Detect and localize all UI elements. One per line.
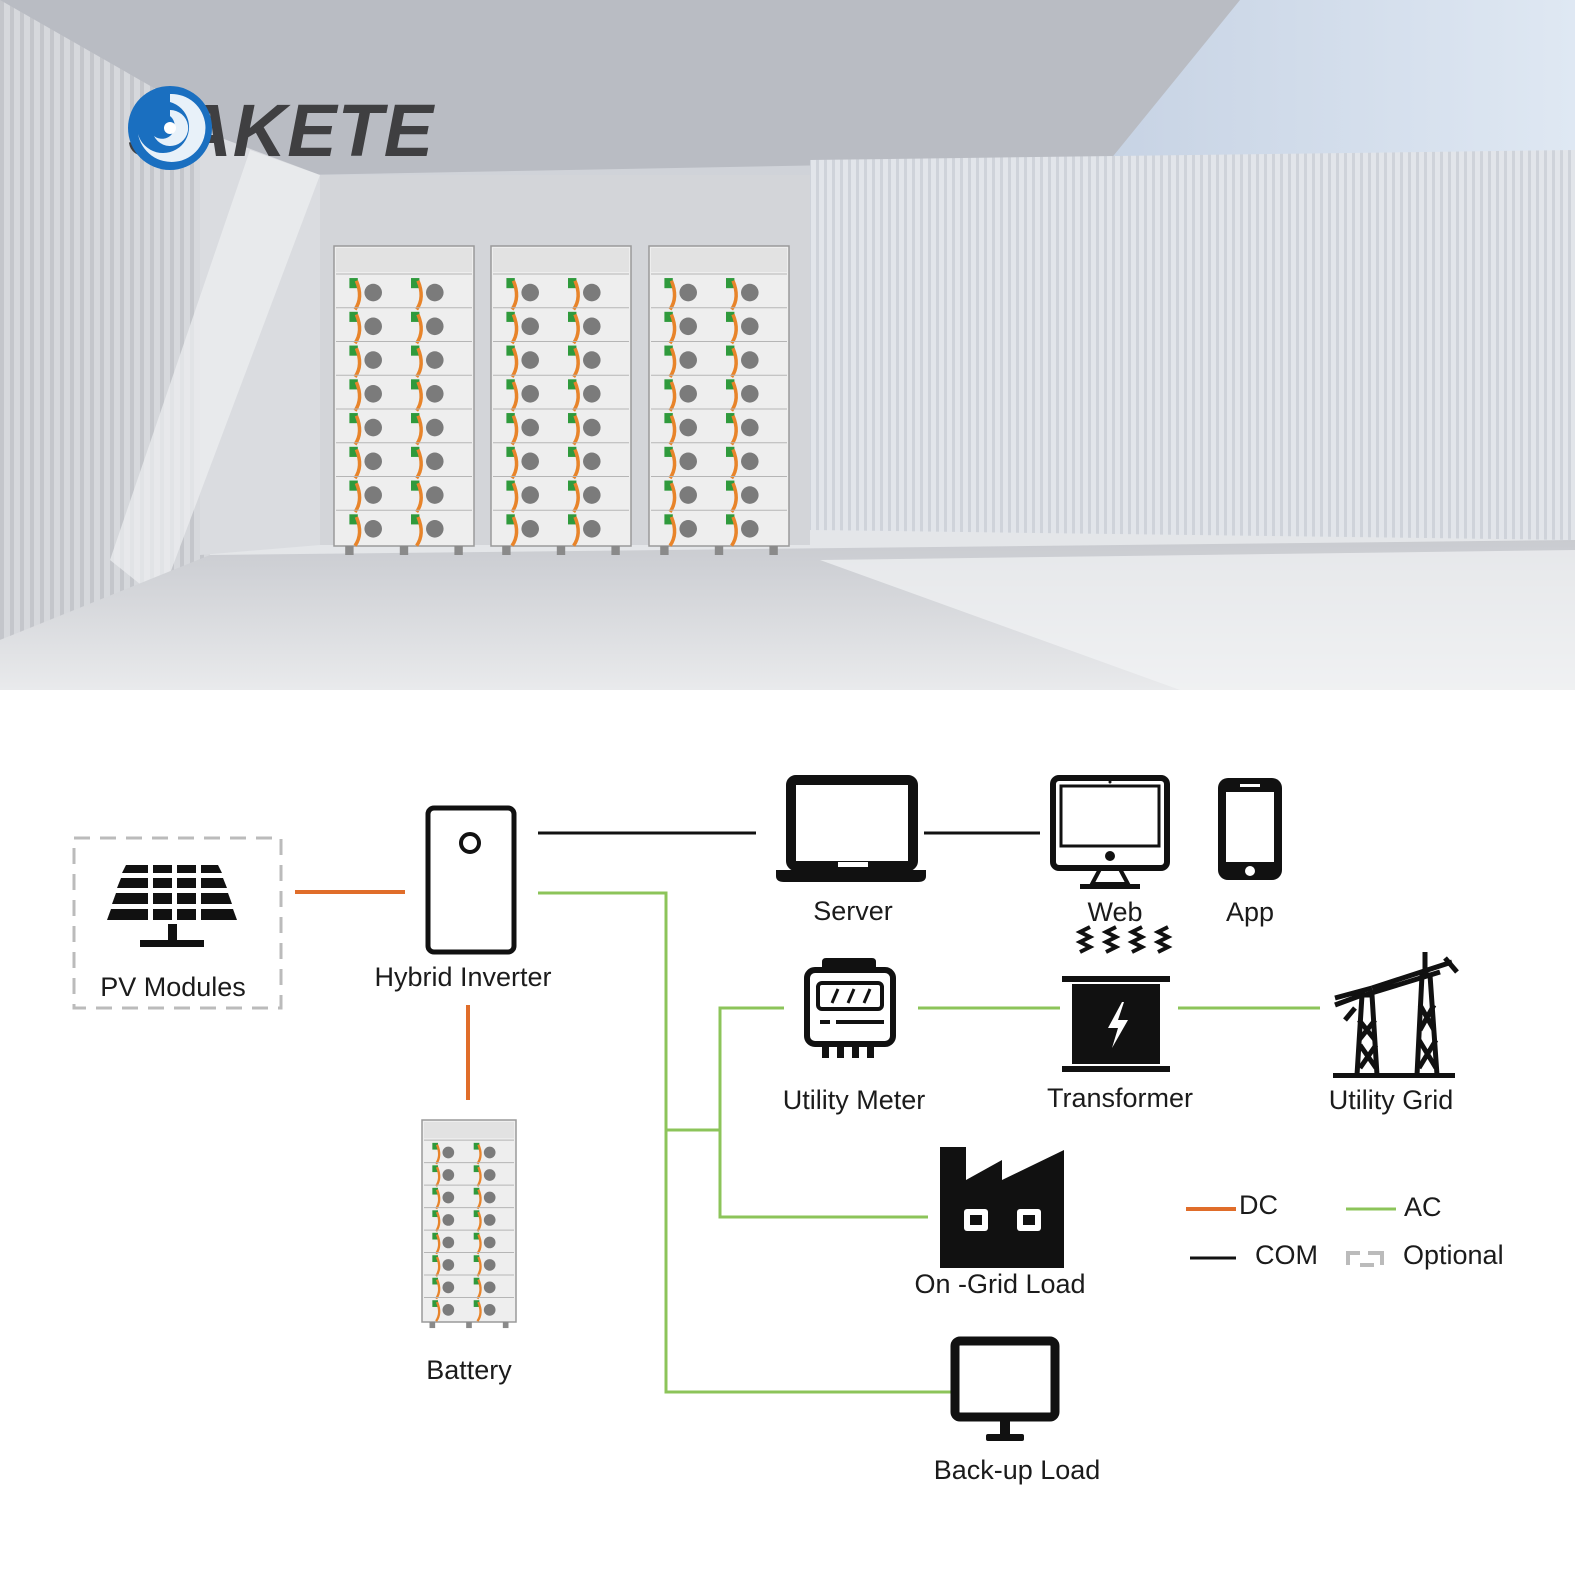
brand-logo: SAKETE xyxy=(124,82,434,178)
legend-optional-swatch xyxy=(1346,1251,1384,1267)
battery-rack-1 xyxy=(333,245,475,555)
diagram-canvas xyxy=(72,775,1459,1441)
connection-lines xyxy=(295,831,1320,1394)
legend-ac-label: AC xyxy=(1404,1192,1442,1222)
ac-trunk-line xyxy=(538,891,952,1394)
system-diagram: PV Modules Hybrid Inverter Battery Serve… xyxy=(0,690,1575,1575)
display-icon xyxy=(950,1336,1060,1441)
legend xyxy=(1186,1207,1396,1267)
battery-rack-2 xyxy=(490,245,632,555)
battery-label: Battery xyxy=(426,1355,512,1385)
battery-rack-3 xyxy=(648,245,790,555)
hybrid-inverter-label: Hybrid Inverter xyxy=(374,962,552,992)
inverter-icon xyxy=(425,805,517,955)
battery-rack-diagram xyxy=(421,1119,517,1329)
legend-dc-label: DC xyxy=(1239,1190,1278,1220)
solar-panel-icon xyxy=(107,865,237,947)
pv-optional-box xyxy=(72,836,283,1010)
battery-rack-icon xyxy=(421,1119,517,1329)
web-label: Web xyxy=(1087,897,1143,927)
utility-meter-label: Utility Meter xyxy=(782,1085,926,1115)
laptop-icon xyxy=(776,775,926,882)
app-label: App xyxy=(1225,897,1275,927)
legend-com-label: COM xyxy=(1255,1240,1318,1270)
hero-banner: SAKETE xyxy=(0,0,1575,690)
battery-racks xyxy=(333,245,790,555)
pv-modules-label: PV Modules xyxy=(100,972,246,1002)
swirl-logo-icon xyxy=(128,86,212,170)
transformer-label: Transformer xyxy=(1046,1083,1194,1113)
on-grid-load-label: On -Grid Load xyxy=(914,1269,1086,1299)
phone-icon xyxy=(1218,778,1282,880)
ac-load-line xyxy=(718,1006,928,1219)
hero-scene xyxy=(0,0,1575,690)
backup-load-label: Back-up Load xyxy=(933,1455,1101,1485)
server-label: Server xyxy=(813,896,893,926)
legend-optional-label: Optional xyxy=(1403,1240,1504,1270)
monitor-icon xyxy=(1050,775,1170,889)
utility-grid-label: Utility Grid xyxy=(1328,1085,1454,1115)
factory-icon xyxy=(940,1147,1064,1268)
pylon-icon xyxy=(1333,952,1459,1078)
meter-icon xyxy=(804,958,896,1058)
transformer-icon xyxy=(1062,925,1173,1072)
